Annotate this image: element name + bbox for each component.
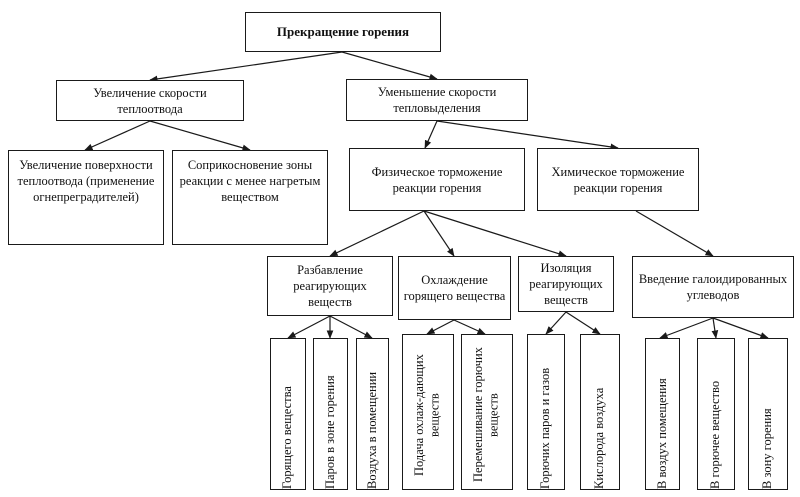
isolation-vapors-node: Горючих паров и газов — [527, 334, 565, 490]
chemical-inhibition-node: Химическое торможение реакции горения — [537, 148, 699, 211]
halogen-node: Введение галоидированных углеводов — [632, 256, 794, 318]
halogen-air-label: В воздух помещения — [654, 378, 669, 489]
arrow-cooling-to-mixing — [453, 319, 486, 335]
cooling-supply-label: Подача охлаж-дающих веществ — [412, 354, 442, 476]
arrow-physical-to-isolation — [423, 210, 567, 257]
cooling-label: Охлаждение горящего вещества — [403, 273, 506, 303]
dilution-vapors-label: Паров в зоне горения — [322, 375, 337, 489]
arrow-halogen-to-zone — [712, 317, 769, 339]
arrow-cooling-to-supply — [426, 319, 455, 335]
contact-zone-label: Соприкосновение зоны реакции с менее наг… — [179, 158, 321, 204]
root-node: Прекращение горения — [245, 12, 441, 52]
arrow-halogen-to-air — [659, 317, 714, 339]
chemical-inhibition-label: Химическое торможение реакции горения — [551, 164, 685, 195]
heat-removal-node: Увеличение скорости теплоотвода — [56, 80, 244, 121]
isolation-label: Изоляция реагирующих веществ — [529, 261, 603, 307]
dilution-burning-label: Горящего вещества — [280, 386, 295, 489]
halogen-fuel-node: В горючее вещество — [697, 338, 735, 490]
arrow-physical-to-cooling — [423, 210, 455, 257]
arrow-release-to-chemical — [436, 120, 619, 151]
root-label: Прекращение горения — [276, 23, 410, 39]
heat-release-node: Уменьшение скорости тепловыделения — [346, 79, 528, 121]
cooling-node: Охлаждение горящего вещества — [398, 256, 511, 320]
dilution-vapors-node: Паров в зоне горения — [313, 338, 348, 490]
surface-increase-label: Увеличение поверхности теплоотвода (прим… — [17, 158, 155, 204]
halogen-air-node: В воздух помещения — [645, 338, 680, 490]
physical-inhibition-node: Физическое торможение реакции горения — [349, 148, 525, 211]
physical-inhibition-label: Физическое торможение реакции горения — [371, 164, 503, 195]
dilution-burning-node: Горящего вещества — [270, 338, 306, 490]
arrow-isolation-to-oxygen — [565, 311, 601, 335]
dilution-air-node: Воздуха в помещении — [356, 338, 389, 490]
isolation-vapors-label: Горючих паров и газов — [538, 367, 553, 489]
dilution-node: Разбавление реагирующих веществ — [267, 256, 393, 316]
arrow-removal-to-surface — [84, 120, 151, 151]
cooling-supply-node: Подача охлаж-дающих веществ — [402, 334, 454, 490]
isolation-oxygen-node: Кислорода воздуха — [580, 334, 620, 490]
cooling-mixing-label: Перемешивание горючих веществ — [471, 347, 501, 483]
arrow-halogen-to-fuel — [711, 317, 719, 339]
halogen-fuel-label: В горючее вещество — [708, 380, 723, 489]
isolation-node: Изоляция реагирующих веществ — [518, 256, 614, 312]
halogen-label: Введение галоидированных углеводов — [638, 272, 788, 302]
arrow-root-to-heat-removal — [149, 51, 343, 83]
arrow-physical-to-dilution — [329, 210, 425, 257]
arrow-isolation-to-vapors — [545, 311, 567, 335]
arrow-chemical-to-halogen — [635, 210, 714, 257]
dilution-air-label: Воздуха в помещении — [364, 371, 379, 489]
heat-release-label: Уменьшение скорости тепловыделения — [377, 85, 497, 115]
contact-zone-node: Соприкосновение зоны реакции с менее наг… — [172, 150, 328, 245]
halogen-zone-node: В зону горения — [748, 338, 788, 490]
dilution-label: Разбавление реагирующих веществ — [293, 263, 367, 309]
cooling-mixing-node: Перемешивание горючих веществ — [461, 334, 513, 490]
isolation-oxygen-label: Кислорода воздуха — [592, 387, 607, 489]
arrow-release-to-physical — [424, 120, 438, 149]
arrow-root-to-heat-release — [341, 51, 438, 81]
arrow-dilution-to-air — [329, 315, 373, 339]
arrow-dilution-to-burning — [287, 315, 331, 339]
surface-increase-node: Увеличение поверхности теплоотвода (прим… — [8, 150, 164, 245]
arrow-removal-to-contact — [149, 120, 251, 152]
halogen-zone-label: В зону горения — [760, 408, 775, 489]
heat-removal-label: Увеличение скорости теплоотвода — [93, 85, 207, 116]
